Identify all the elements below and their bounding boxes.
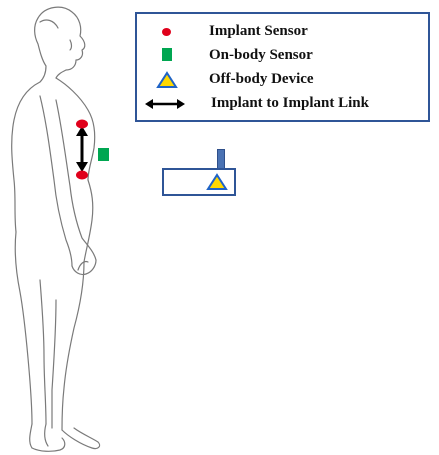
legend-label: Off-body Device — [209, 71, 314, 88]
legend-item-on-body-sensor: On-body Sensor — [137, 45, 428, 67]
legend-label: On-body Sensor — [209, 47, 313, 64]
body-outline — [12, 7, 100, 451]
device-antenna — [217, 149, 225, 169]
legend-label: Implant Sensor — [209, 23, 308, 40]
legend: Implant Sensor On-body Sensor Off-body D… — [135, 12, 430, 122]
yellow-triangle-icon — [156, 71, 178, 89]
off-body-device — [162, 168, 236, 196]
green-square-icon — [162, 48, 172, 61]
red-dot-icon — [162, 28, 171, 36]
legend-item-off-body-device: Off-body Device — [137, 69, 428, 91]
implant-sensor-lower — [76, 171, 88, 180]
double-arrow-icon — [143, 96, 187, 112]
implant-sensor-upper — [76, 120, 88, 129]
legend-item-implant-sensor: Implant Sensor — [137, 21, 428, 43]
yellow-triangle-icon — [206, 173, 228, 191]
on-body-sensor — [98, 148, 109, 161]
legend-label: Implant to Implant Link — [211, 95, 369, 112]
legend-item-implant-link: Implant to Implant Link — [137, 93, 428, 115]
implant-link-arrow — [76, 126, 88, 172]
